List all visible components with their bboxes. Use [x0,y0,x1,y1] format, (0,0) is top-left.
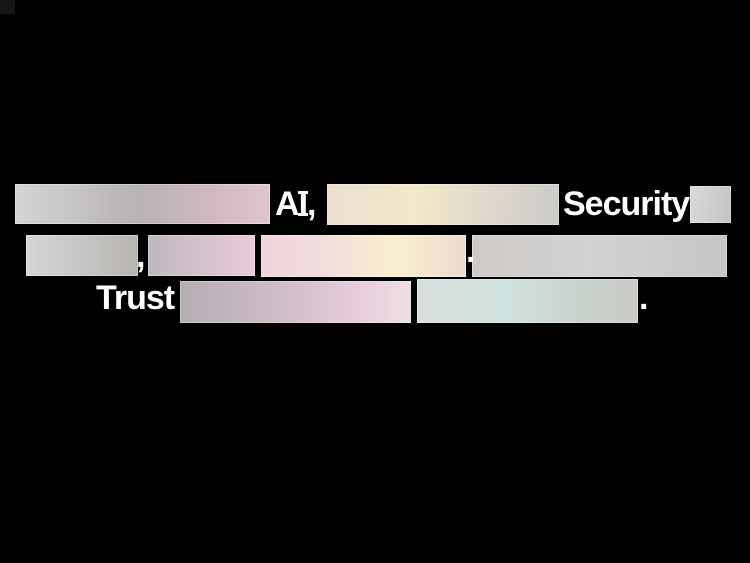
word-security: Security [563,185,690,223]
redaction-block-line2-2 [148,235,255,276]
redaction-block-line2-3 [261,235,466,277]
line2-comma: , [136,237,146,275]
word-ai: AI, [275,184,317,224]
redaction-block-line2-4 [472,235,727,277]
word-ai-letter-i: I [298,185,308,223]
line2-period: . [466,232,476,270]
redaction-block-line2-1 [26,235,138,276]
redaction-block-line3-2 [417,279,638,323]
corner-artifact [0,0,15,14]
line3-period: . [639,279,649,317]
word-ai-letter-a: A [275,185,300,223]
redaction-block-line1-2 [327,184,559,225]
word-ai-comma: , [307,185,317,223]
redaction-block-line1-3 [690,186,731,223]
redaction-block-line1-1 [15,184,270,224]
redaction-block-line3-1 [180,281,411,323]
word-trust: Trust [96,279,175,317]
